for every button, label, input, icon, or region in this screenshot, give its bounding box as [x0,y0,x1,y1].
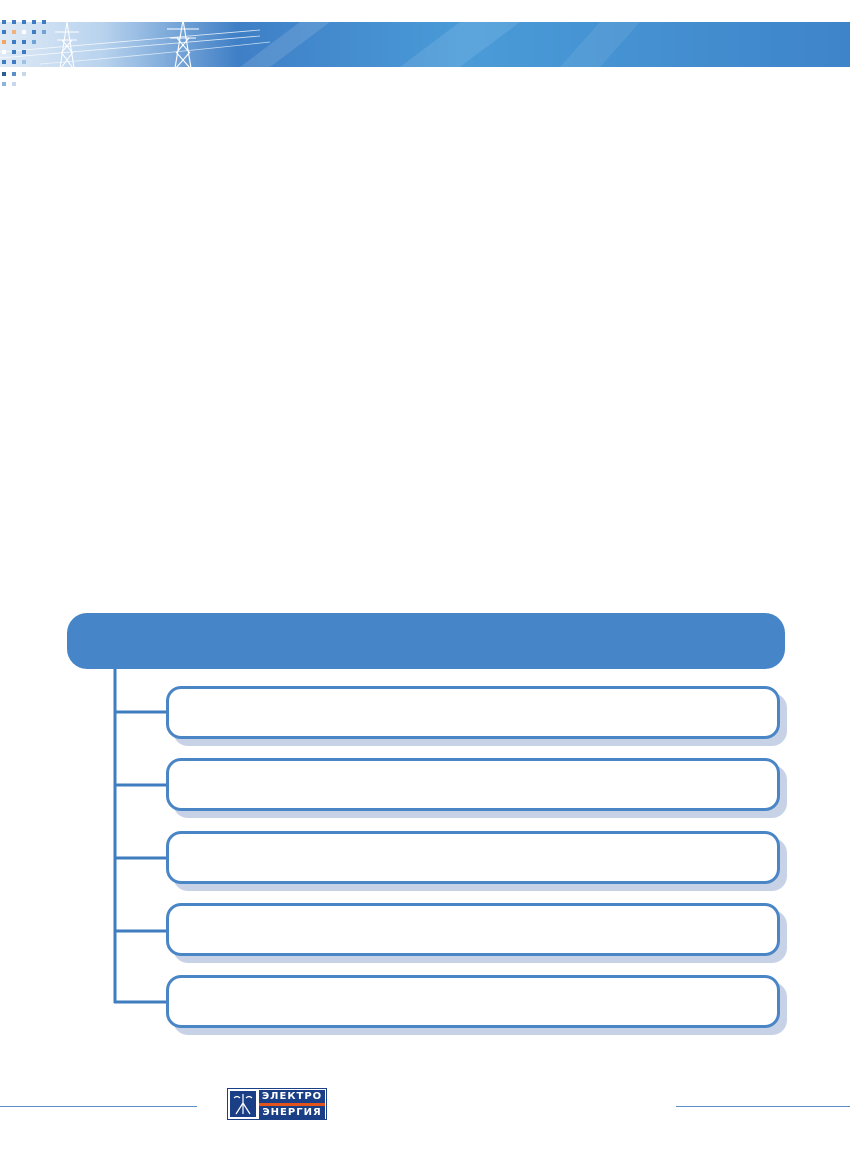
dot-pattern [2,20,46,86]
logo-stripe [259,1103,325,1106]
logo-word-top: ЭЛЕКТРО [259,1090,325,1103]
logo-word-bottom: ЭНЕРГИЯ [259,1106,325,1119]
diagram-item [166,686,780,739]
publisher-logo: ЭЛЕКТРО ЭНЕРГИЯ [227,1088,327,1120]
diagram-item [166,831,780,884]
footer-rule-left [0,1106,197,1107]
logo-emblem-icon [230,1091,256,1117]
diagram-item [166,975,780,1028]
diagram-item [166,758,780,811]
power-tower-icon [167,20,199,68]
diagram-title-box [67,613,785,669]
footer-rule-right [676,1106,850,1107]
power-tower-icon [55,22,79,68]
diagram-item [166,903,780,956]
header-banner [0,22,850,67]
